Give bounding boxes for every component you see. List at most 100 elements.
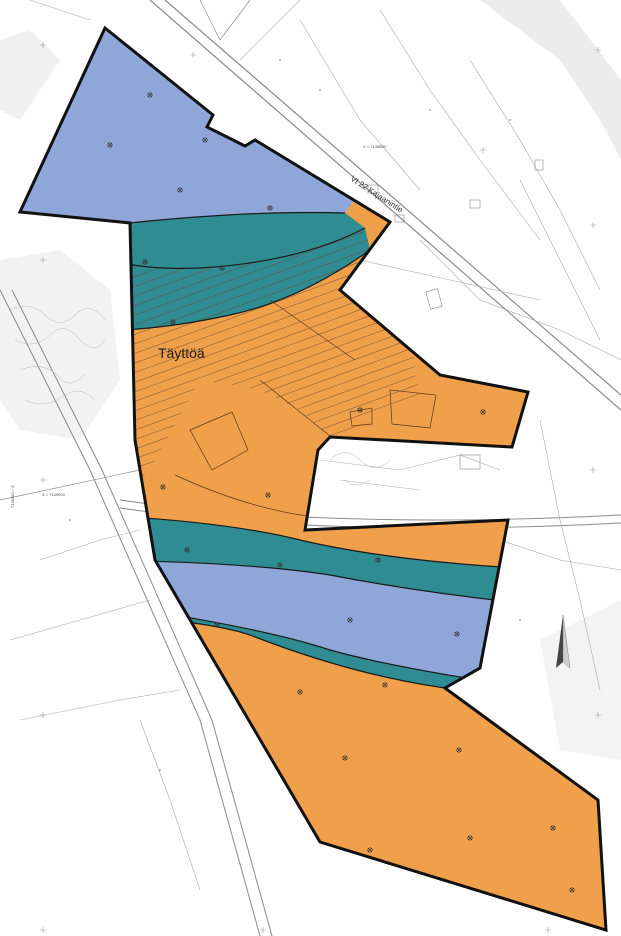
property-line (469, 59, 601, 291)
borehole (456, 747, 462, 753)
property-line (499, 539, 621, 571)
borehole (347, 617, 353, 623)
coordinate-label: 7149200 = X (10, 485, 15, 508)
road-edge (199, 0, 251, 41)
inner-parcel (349, 407, 373, 427)
survey-point (159, 769, 161, 771)
north-arrow-dark (556, 615, 563, 668)
property-line (519, 179, 601, 341)
terrain-patch (0, 250, 120, 440)
contour (14, 328, 106, 348)
grid-cross (595, 712, 601, 718)
borehole (184, 547, 190, 553)
north-arrow (556, 614, 571, 669)
site-boundary (17, 25, 608, 933)
zone-orange-hatched (135, 380, 200, 480)
borehole (202, 137, 208, 143)
borehole (277, 562, 283, 568)
zone-boundary (119, 249, 371, 331)
survey-point (279, 59, 281, 61)
grid-cross (260, 927, 266, 933)
grid-cross (590, 222, 596, 228)
rail-line (11, 289, 273, 936)
road-edge (149, 0, 621, 411)
contour (329, 452, 391, 468)
terrain-patch (0, 30, 60, 120)
borehole (147, 92, 153, 98)
grid-cross (40, 257, 46, 263)
borehole (375, 557, 381, 563)
zone-boundary (119, 227, 366, 269)
borehole (342, 755, 348, 761)
coordinate-label: X = 7149000 (42, 492, 66, 497)
property-line (419, 239, 621, 361)
inner-parcel (389, 389, 437, 429)
borehole (170, 319, 176, 325)
building (534, 159, 544, 171)
borehole (297, 689, 303, 695)
property-line (9, 599, 151, 641)
property-line (339, 479, 421, 491)
contour (24, 390, 96, 405)
grid-cross (595, 47, 601, 53)
borehole (107, 142, 113, 148)
property-line (299, 19, 421, 191)
property-line (359, 259, 541, 301)
property-line (379, 9, 541, 241)
survey-point (519, 619, 521, 621)
borehole (357, 407, 363, 413)
contour (19, 366, 86, 384)
building (394, 214, 405, 223)
inner-parcel-line (269, 299, 356, 361)
zone-teal-middle (20, 512, 606, 612)
contours (9, 305, 391, 486)
borehole (550, 825, 556, 831)
road-edge (0, 469, 141, 501)
inner-parcel-line (259, 379, 336, 441)
road-edge (164, 0, 621, 396)
borehole (367, 847, 373, 853)
building (425, 288, 443, 310)
grid-cross (590, 467, 596, 473)
borehole (480, 409, 486, 415)
zone-hatch-overlay (120, 228, 370, 330)
survey-point (429, 109, 431, 111)
borehole (569, 887, 575, 893)
borehole (267, 205, 273, 211)
property-line (139, 719, 201, 891)
property-line (539, 419, 601, 691)
property-line (19, 689, 181, 721)
survey-point (69, 519, 71, 521)
grid-cross (40, 42, 46, 48)
inner-parcel (189, 411, 249, 471)
grid-cross (545, 927, 551, 933)
property-line (239, 0, 301, 61)
grid-cross (40, 477, 46, 483)
borehole (160, 484, 166, 490)
building (469, 199, 481, 209)
borehole (142, 259, 148, 265)
borehole (177, 187, 183, 193)
tiny-annotations (69, 59, 521, 771)
grid-cross (40, 712, 46, 718)
coordinate-label: X = 7149500 (363, 144, 387, 149)
borehole (454, 631, 460, 637)
contour (9, 305, 106, 323)
property-line (39, 529, 141, 561)
borehole (467, 835, 473, 841)
survey-point (319, 89, 321, 91)
zone-label: Täyttöä (158, 345, 205, 361)
borehole-symbols (67, 92, 575, 893)
borehole (219, 265, 225, 271)
building (367, 184, 379, 194)
borehole (265, 492, 271, 498)
buildings (367, 159, 544, 470)
north-arrow-light (562, 614, 571, 669)
building (459, 454, 481, 470)
grid-cross (40, 927, 46, 933)
property-line (29, 0, 91, 21)
borehole (214, 622, 220, 628)
borehole (382, 682, 388, 688)
survey-point (509, 119, 511, 121)
